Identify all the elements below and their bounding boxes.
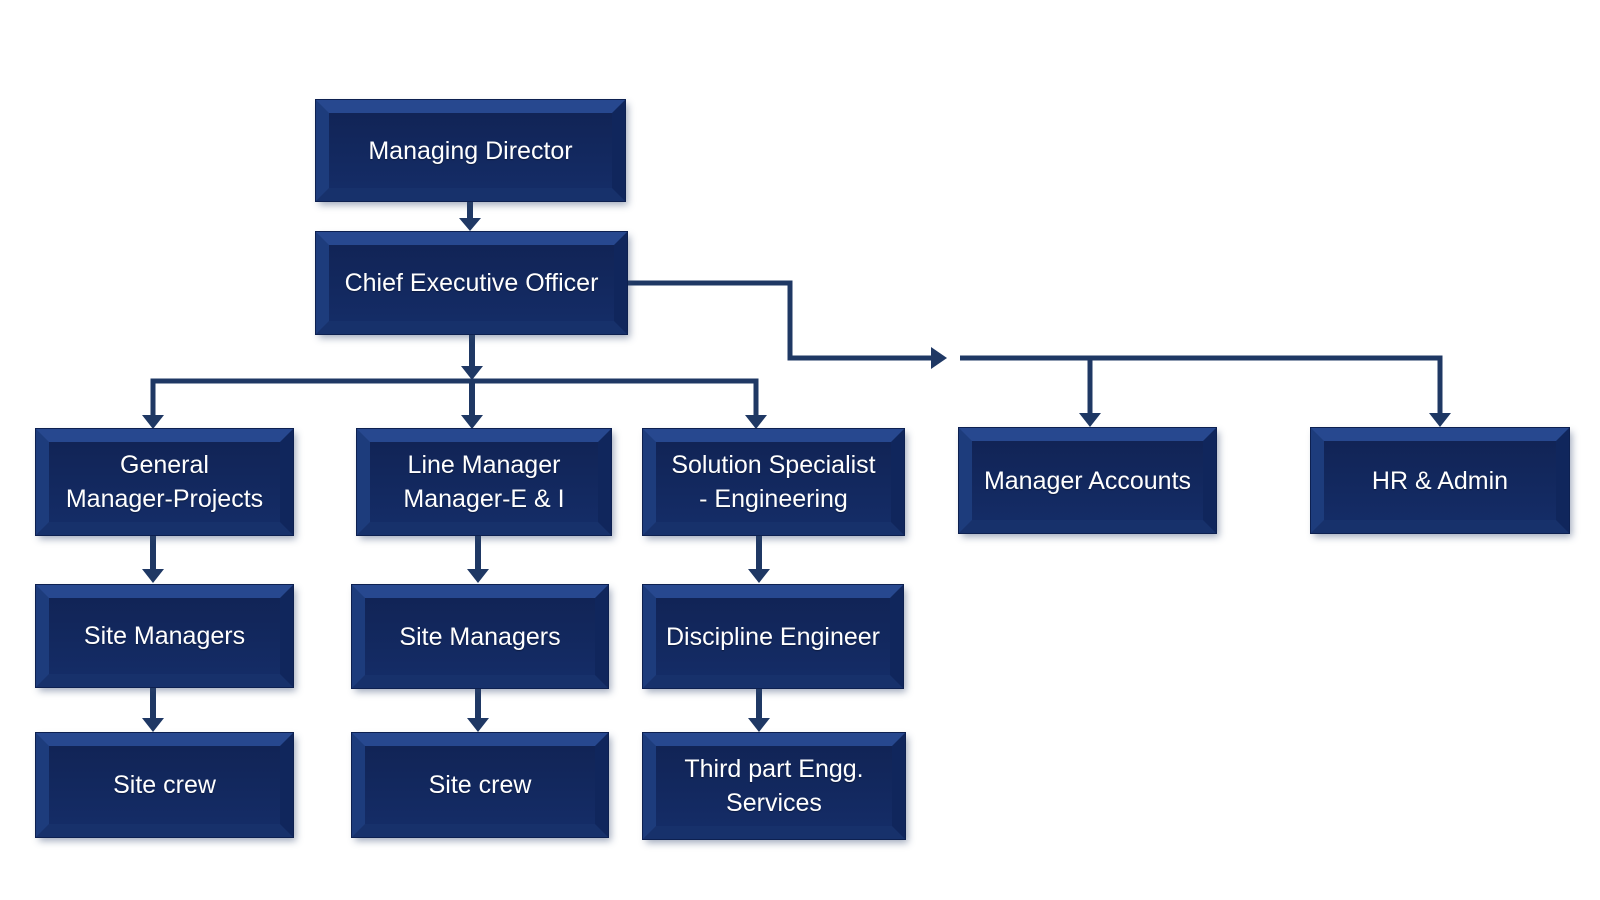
org-node-discipline-engineer: Discipline Engineer: [643, 585, 903, 688]
connector-gm-site-managers: [142, 536, 164, 583]
org-node-site-managers-1: Site Managers: [36, 585, 293, 687]
connector-line-manager-site-managers: [467, 536, 489, 583]
org-node-label: General Manager-Projects: [65, 451, 264, 513]
org-node-hr-admin: HR & Admin: [1311, 428, 1569, 533]
org-node-site-managers-2: Site Managers: [352, 585, 608, 688]
org-node-chief-executive-officer: Chief Executive Officer: [316, 232, 627, 334]
org-node-solution-specialist-engineering: Solution Specialist - Engineering: [643, 429, 904, 535]
connector-ceo-right-children: [627, 280, 1451, 427]
org-node-label: Chief Executive Officer: [344, 269, 599, 297]
org-node-label: Line Manager Manager-E & I: [403, 451, 565, 513]
connector-solution-discipline-engineer: [748, 536, 770, 583]
org-node-label: Site Managers: [399, 622, 561, 651]
org-node-general-manager-projects: General Manager-Projects: [36, 429, 293, 535]
org-node-label: Site Managers: [83, 622, 246, 650]
org-node-third-part-engg-services: Third part Engg. Services: [643, 733, 905, 839]
org-node-line-manager-e-and-i: Line Manager Manager-E & I: [357, 429, 611, 535]
org-node-label: Managing Director: [368, 136, 573, 165]
org-node-managing-director: Managing Director: [316, 100, 625, 201]
connector-ceo-left-children: [142, 335, 767, 429]
org-node-label: Site crew: [113, 771, 216, 799]
connector-md-ceo: [459, 202, 481, 231]
org-node-label: Site crew: [428, 771, 532, 799]
org-node-site-crew-1: Site crew: [36, 733, 293, 837]
org-node-label: Solution Specialist - Engineering: [671, 451, 876, 513]
org-node-label: Discipline Engineer: [665, 622, 880, 651]
org-node-manager-accounts: Manager Accounts: [959, 428, 1216, 533]
connector-site-managers-2-site-crew-2: [467, 688, 489, 732]
org-node-label: Third part Engg. Services: [684, 755, 864, 817]
connector-discipline-third-part: [748, 688, 770, 732]
connector-site-managers-1-site-crew-1: [142, 688, 164, 732]
org-node-site-crew-2: Site crew: [352, 733, 608, 837]
org-node-label: HR & Admin: [1371, 466, 1509, 495]
org-node-label: Manager Accounts: [983, 466, 1192, 495]
